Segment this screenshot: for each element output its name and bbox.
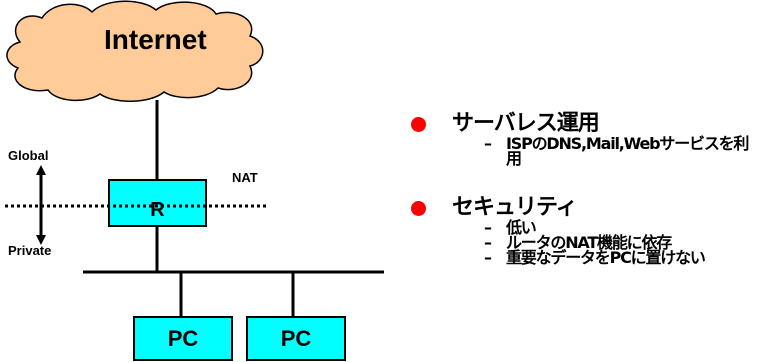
bullet-serverless: サーバレス運用	[408, 112, 760, 136]
bullet-dot-icon	[411, 201, 426, 216]
router-box	[108, 179, 207, 227]
sub-bullet-text: ルータのNAT機能に依存	[506, 233, 672, 252]
router-label: R	[150, 198, 165, 221]
pc-box-1	[133, 316, 233, 361]
bullet-dot-icon	[411, 117, 426, 132]
bullet-security: セキュリティ	[408, 196, 760, 220]
bullet-serverless-title: サーバレス運用	[452, 111, 600, 136]
sub-bullet-text: ISPのDNS,Mail,Webサービスを利用	[506, 134, 749, 168]
sub-bullet-nat-dependency: – ルータのNAT機能に依存	[408, 233, 760, 252]
sub-bullet-important-data: – 重要なデータをPCに置けない	[408, 248, 760, 267]
sub-bullet-text: 重要なデータをPCに置けない	[506, 248, 706, 267]
sub-bullet-isp-services: – ISPのDNS,Mail,Webサービスを利用	[408, 134, 760, 168]
pc-box-2	[246, 316, 346, 361]
internet-label: Internet	[104, 24, 207, 55]
sub-bullet-text: 低い	[506, 218, 537, 237]
internet-cloud	[6, 0, 264, 102]
bullet-security-title: セキュリティ	[452, 195, 578, 220]
dash-icon: –	[484, 248, 492, 267]
dash-icon: –	[484, 134, 492, 153]
network-diagram	[5, 0, 384, 361]
dash-icon: –	[484, 218, 492, 237]
nat-label: NAT	[232, 170, 258, 185]
sub-bullet-low: – 低い	[408, 218, 760, 237]
bullet-list: サーバレス運用 – ISPのDNS,Mail,Webサービスを利用 セキュリティ…	[408, 112, 760, 267]
global-label: Global	[8, 148, 49, 163]
pc-label-1: PC	[167, 325, 199, 351]
pc-label-2: PC	[280, 325, 312, 351]
private-label: Private	[8, 243, 52, 258]
dash-icon: –	[484, 233, 492, 252]
